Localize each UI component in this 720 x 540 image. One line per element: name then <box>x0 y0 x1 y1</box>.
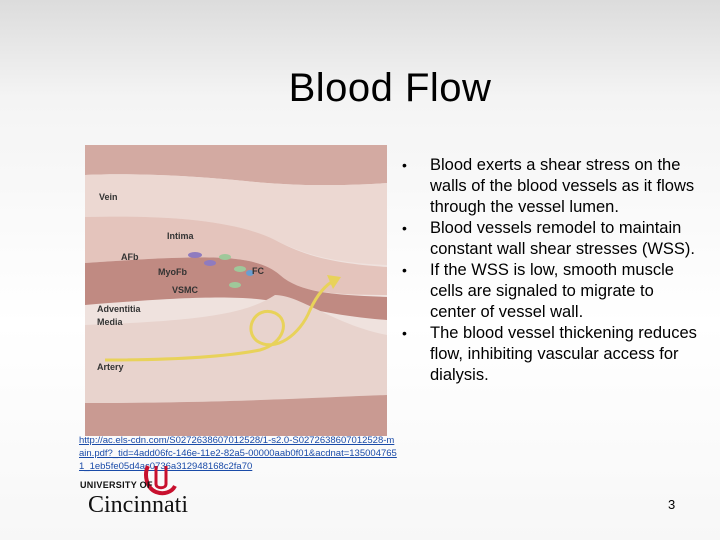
bullet-item: •Blood exerts a shear stress on the wall… <box>402 156 695 216</box>
vessel-diagram <box>85 145 387 436</box>
label-afb: AFb <box>121 252 139 262</box>
label-adventitia: Adventitia <box>97 304 141 314</box>
label-media: Media <box>97 317 123 327</box>
bullet-marker: • <box>402 157 407 173</box>
bullet-item: •Blood vessels remodel to maintain const… <box>402 219 695 258</box>
bullet-list: •Blood exerts a shear stress on the wall… <box>402 155 702 386</box>
label-vein: Vein <box>99 192 118 202</box>
bullet-item: •If the WSS is low, smooth muscle cells … <box>402 261 674 321</box>
university-logo: UNIVERSITY OF Cincinnati <box>80 462 210 522</box>
bullet-marker: • <box>402 220 407 236</box>
bullet-marker: • <box>402 325 407 341</box>
slide-title: Blood Flow <box>288 66 492 110</box>
label-fc: FC <box>252 266 264 276</box>
blood-vessel-illustration: Vein Intima AFb MyoFb FC VSMC Adventitia… <box>85 145 387 436</box>
label-artery: Artery <box>97 362 124 372</box>
bullet-item: •The blood vessel thickening reduces flo… <box>402 324 697 384</box>
uc-seal-icon <box>144 465 177 496</box>
label-myofb: MyoFb <box>158 267 187 277</box>
logo-city-text: Cincinnati <box>88 492 188 518</box>
label-intima: Intima <box>167 231 194 241</box>
bullet-marker: • <box>402 262 407 278</box>
page-number: 3 <box>668 497 676 512</box>
label-vsmc: VSMC <box>172 285 199 295</box>
logo-university-text: UNIVERSITY OF <box>80 480 153 490</box>
